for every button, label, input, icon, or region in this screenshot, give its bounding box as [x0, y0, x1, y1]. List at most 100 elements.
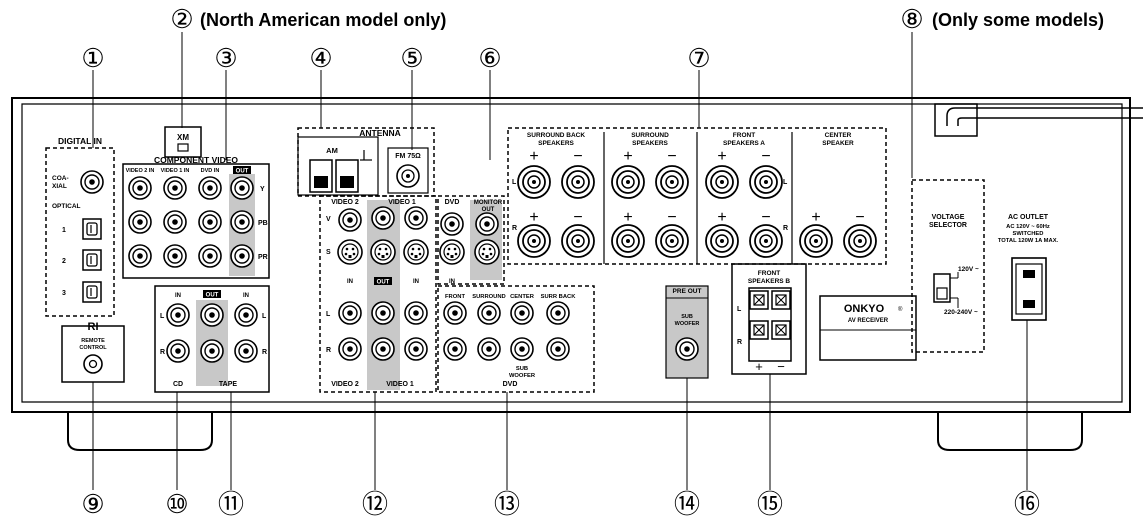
- dvd-s-video-jack[interactable]: [439, 239, 465, 265]
- video1-in-audio-r-jack[interactable]: [404, 337, 428, 361]
- front-b-minus: −: [777, 359, 785, 374]
- c-plus: +: [811, 209, 820, 226]
- callout-6: ⑥: [478, 43, 501, 73]
- s-minus-bottom: −: [667, 209, 676, 226]
- tape-out-l-jack[interactable]: [200, 303, 224, 327]
- front-a-label-1: FRONT: [733, 132, 755, 139]
- s-l-plus-terminal[interactable]: [611, 165, 645, 199]
- optical-label: OPTICAL: [52, 203, 81, 210]
- callout-11: ⑪: [218, 489, 244, 519]
- center-plus-terminal[interactable]: [799, 224, 833, 258]
- ac-outlet-line3: TOTAL 120W 1A MAX.: [998, 238, 1059, 244]
- front-b-r-plus-terminal[interactable]: [749, 320, 769, 340]
- cv-out-pr-jack[interactable]: [230, 244, 254, 268]
- dvd-in-label: IN: [449, 279, 455, 285]
- cv-video2-pb-jack[interactable]: [128, 210, 152, 234]
- c-minus: −: [855, 209, 864, 226]
- fa-r-label: R: [783, 225, 788, 232]
- tape-r-label: R: [262, 349, 267, 356]
- north-american-note: (North American model only): [200, 10, 446, 30]
- center-minus-terminal[interactable]: [843, 224, 877, 258]
- fa-minus-top: −: [761, 148, 770, 165]
- callout-14: ⑭: [674, 489, 700, 519]
- xm-port[interactable]: [177, 143, 189, 152]
- tape-out-label: OUT: [206, 293, 219, 299]
- optical-jack-1[interactable]: [82, 218, 102, 240]
- sb-r-plus-terminal[interactable]: [517, 224, 551, 258]
- front-b-l-minus-terminal[interactable]: [771, 290, 791, 310]
- cv-dvd-y-jack[interactable]: [198, 176, 222, 200]
- cv-out-y-jack[interactable]: [230, 176, 254, 200]
- optical-jack-2[interactable]: [82, 249, 102, 271]
- fa-r-minus-terminal[interactable]: [749, 224, 783, 258]
- cd-r-jack[interactable]: [166, 339, 190, 363]
- video1-out-s-video-jack[interactable]: [370, 239, 396, 265]
- subwoofer-pre-out-jack[interactable]: [675, 337, 699, 361]
- s-r-minus-terminal[interactable]: [655, 224, 689, 258]
- video2-s-video-jack[interactable]: [337, 239, 363, 265]
- cv-dvd-pr-jack[interactable]: [198, 244, 222, 268]
- pre-out-label: PRE OUT: [673, 288, 702, 295]
- dvd-surr-back-l-jack[interactable]: [546, 301, 570, 325]
- video1-in-audio-l-jack[interactable]: [404, 301, 428, 325]
- sb-l-minus-terminal[interactable]: [561, 165, 595, 199]
- video2-bottom-label: VIDEO 2: [331, 381, 359, 388]
- cv-video1-y-jack[interactable]: [163, 176, 187, 200]
- s-l-minus-terminal[interactable]: [655, 165, 689, 199]
- front-b-r-minus-terminal[interactable]: [771, 320, 791, 340]
- video2-composite-jack[interactable]: [338, 208, 362, 232]
- tape-out-r-jack[interactable]: [200, 339, 224, 363]
- front-b-l-plus-terminal[interactable]: [749, 290, 769, 310]
- video1-in-s-video-jack[interactable]: [403, 239, 429, 265]
- cv-pr-label: PR: [258, 254, 268, 261]
- center-label-1: CENTER: [825, 132, 852, 139]
- tape-in-l-jack[interactable]: [234, 303, 258, 327]
- brand-plate: ONKYO ® AV RECEIVER: [819, 295, 917, 361]
- cv-video1-pb-jack[interactable]: [163, 210, 187, 234]
- cv-dvd-pb-jack[interactable]: [198, 210, 222, 234]
- v-label: V: [326, 216, 331, 223]
- cv-video1-pr-jack[interactable]: [163, 244, 187, 268]
- component-video-section: COMPONENT VIDEO VIDEO 2 IN VIDEO 1 IN DV…: [122, 155, 270, 279]
- video2-audio-l-jack[interactable]: [338, 301, 362, 325]
- coaxial-jack[interactable]: [80, 170, 104, 194]
- dvd-front-l-jack[interactable]: [443, 301, 467, 325]
- cv-video2-pr-jack[interactable]: [128, 244, 152, 268]
- video1-out-composite-jack[interactable]: [371, 206, 395, 230]
- s-r-plus-terminal[interactable]: [611, 224, 645, 258]
- remote-control-jack[interactable]: [83, 354, 103, 374]
- dvd-front-r-jack[interactable]: [443, 337, 467, 361]
- fa-r-plus-terminal[interactable]: [705, 224, 739, 258]
- ri-label: RI: [88, 321, 99, 333]
- dvd-surround-l-jack[interactable]: [477, 301, 501, 325]
- remote-label-1: REMOTE: [81, 338, 105, 344]
- fa-plus-bottom: +: [717, 209, 726, 226]
- dvd-surround-r-jack[interactable]: [477, 337, 501, 361]
- callout-10: ⑩: [165, 489, 188, 519]
- fa-l-plus-terminal[interactable]: [705, 165, 739, 199]
- video1-out-audio-l-jack[interactable]: [371, 301, 395, 325]
- cv-video2-y-jack[interactable]: [128, 176, 152, 200]
- cv-out-pb-jack[interactable]: [230, 210, 254, 234]
- dvd-subwoofer-jack[interactable]: [510, 337, 534, 361]
- dvd-center-jack[interactable]: [510, 301, 534, 325]
- dvd-composite-jack[interactable]: [440, 212, 464, 236]
- video1-in-composite-jack[interactable]: [404, 206, 428, 230]
- video1-in-label: IN: [413, 279, 419, 285]
- fa-l-minus-terminal[interactable]: [749, 165, 783, 199]
- optical-jack-3[interactable]: [82, 281, 102, 303]
- dvd-surr-back-r-jack[interactable]: [546, 337, 570, 361]
- sb-l-plus-terminal[interactable]: [517, 165, 551, 199]
- cv-y-label: Y: [260, 186, 265, 193]
- cd-l-jack[interactable]: [166, 303, 190, 327]
- video1-out-audio-r-jack[interactable]: [371, 337, 395, 361]
- sb-minus-top: −: [573, 148, 582, 165]
- monitor-s-video-jack[interactable]: [474, 239, 500, 265]
- video2-audio-r-jack[interactable]: [338, 337, 362, 361]
- sb-r-minus-terminal[interactable]: [561, 224, 595, 258]
- callout-9: ⑨: [81, 489, 104, 519]
- monitor-composite-jack[interactable]: [475, 212, 499, 236]
- cv-dvd-in-label: DVD IN: [201, 168, 220, 174]
- tape-in-r-jack[interactable]: [234, 339, 258, 363]
